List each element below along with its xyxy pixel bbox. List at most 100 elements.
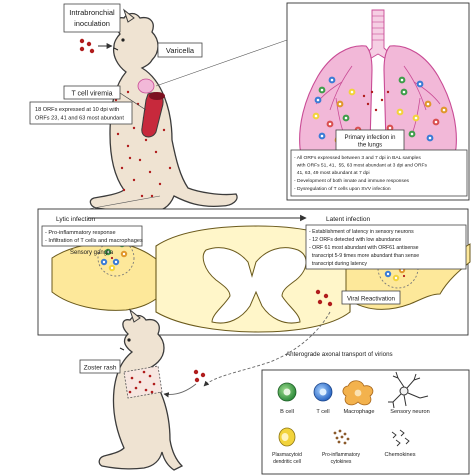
lung-virion <box>362 94 366 98</box>
zoster-dot <box>128 390 132 394</box>
sensory-neuron-icon <box>388 371 429 409</box>
intrabronchial-label-2: inoculation <box>74 19 110 28</box>
lung-panel-connector <box>155 39 288 87</box>
rash-dot <box>120 166 124 170</box>
rash-dot <box>132 178 136 182</box>
lung-virion <box>366 102 370 106</box>
lung-findings-line-1: - All ORFs expressed between 3 and 7 dpi… <box>294 155 421 161</box>
t-cell-viremia-vessel <box>141 92 165 138</box>
zoster-dot <box>138 380 142 384</box>
rash-dot <box>126 144 130 148</box>
lung-cell-nucleus <box>350 90 354 94</box>
lung-virion <box>370 90 374 94</box>
t-cell-icon <box>313 382 333 402</box>
lytic-findings-line-1: - Pro-inflammatory response <box>45 230 116 236</box>
zoster-dot <box>148 374 152 378</box>
rash-arrow <box>163 383 197 398</box>
lung-cell-nucleus <box>338 102 342 106</box>
latent-findings-line-2: - 12 ORFs detected with low abundance <box>309 237 401 243</box>
legend-cytokines-label-2: cytokines <box>331 459 352 465</box>
reactivation-virions <box>315 289 333 307</box>
lung-findings-line-2: with ORFs 51, 41, 55, 63 most abundant a… <box>294 163 427 169</box>
macrophage-icon <box>342 380 374 406</box>
rash-dot <box>144 138 148 142</box>
grey-matter <box>202 247 307 324</box>
anterograde-virions <box>193 369 206 383</box>
cat-lung-inset <box>137 78 155 94</box>
zoster-rash-patch <box>123 365 163 399</box>
legend-t-cell-label: T cell <box>316 409 329 415</box>
lung-findings-line-4: - Development of both innate and immune … <box>294 178 410 184</box>
ganglion-cell-nucleus <box>106 250 110 254</box>
zoster-dot <box>150 390 154 394</box>
lung-cell-nucleus <box>320 134 324 138</box>
ganglia-panel-connector <box>87 195 161 210</box>
legend-pdc-label-1: Plasmacytoid <box>272 452 302 458</box>
ganglion-virion <box>110 256 114 260</box>
rash-dot <box>126 90 130 94</box>
lung-cell-nucleus <box>428 136 432 140</box>
legend-cytokines-label-1: Pro-inflammatory <box>322 452 361 458</box>
rash-dot <box>138 158 142 162</box>
top-monkey <box>89 8 238 213</box>
lung-cell-nucleus <box>328 122 332 126</box>
lung-cell-nucleus <box>320 88 324 92</box>
ganglion-cell-nucleus <box>110 266 114 270</box>
lung-cell-nucleus <box>388 126 392 130</box>
rash-dot <box>154 150 158 154</box>
viremia-pointer <box>119 92 147 111</box>
legend: B cell T cell Macrophage Sensory neuron <box>261 369 470 475</box>
lung-findings-line-3: 41, 63, 49 most abundant at 7 dpi <box>294 170 370 176</box>
latent-findings-line-4: transcript 5-9 times more abundant than … <box>309 253 419 259</box>
lung-cell-nucleus <box>410 132 414 136</box>
orfs-viremia-line-2: ORFs 23, 41 and 63 most abundant <box>35 116 124 122</box>
cytokines-icon <box>333 429 350 445</box>
rash-dot <box>150 194 154 198</box>
lung-cell-nucleus <box>316 98 320 102</box>
lung-cell-nucleus <box>344 116 348 120</box>
zoster-dot <box>130 376 134 380</box>
lung-cell-nucleus <box>402 90 406 94</box>
primary-infection-line-2: the lungs <box>358 143 382 149</box>
latent-findings-box: - Establishment of latency in sensory ne… <box>305 224 467 270</box>
legend-sensory-neuron-label: Sensory neuron <box>390 409 430 415</box>
legend-chemokines-label: Chemokines <box>384 452 415 458</box>
latent-infection-label: Latent infection <box>326 216 370 223</box>
rash-dot <box>128 156 132 160</box>
rash-dot <box>132 126 136 130</box>
rash-dot <box>116 132 120 136</box>
latent-findings-line-1: - Establishment of latency in sensory ne… <box>309 229 414 235</box>
primary-infection-line-1: Primary infection in <box>344 135 395 141</box>
ganglion-cell-nucleus <box>122 252 126 256</box>
rash-dot <box>140 194 144 198</box>
rash-dot <box>122 188 126 192</box>
lung-findings-line-5: - Dysregulation of T cells upon SVV infe… <box>294 186 391 192</box>
anterograde-label: Anterograde axonal transport of virions <box>286 351 393 358</box>
lung-virion <box>386 90 390 94</box>
rash-dot <box>168 166 172 170</box>
zoster-rash-box: Zoster rash <box>79 359 121 374</box>
ganglia-panel: Lytic infection - Pro-inflammatory respo… <box>37 195 471 336</box>
legend-pdc-label-2: dendritic cell <box>273 459 301 465</box>
lytic-findings-box: - Pro-inflammatory response - Infiltrati… <box>41 225 143 247</box>
t-cell-viremia-box: T cell viremia <box>63 85 121 100</box>
lung-findings-box: - All ORFs expressed between 3 and 7 dpi… <box>290 149 468 197</box>
ganglion-cell-nucleus <box>102 260 106 264</box>
latent-findings-line-3: - ORF 61 most abundant with ORF61 antise… <box>309 245 419 251</box>
sensory-ganglia-label: Sensory ganglia <box>70 250 114 256</box>
orfs-viremia-box: 18 ORFs expressed at 10 dpi with ORFs 23… <box>29 101 133 125</box>
varicella-label-box: Varicella <box>157 42 203 58</box>
rash-dot <box>158 182 162 186</box>
lung-cell-nucleus <box>434 120 438 124</box>
legend-macrophage-label: Macrophage <box>343 409 374 415</box>
lung-cell-nucleus <box>398 110 402 114</box>
lung-virion <box>380 98 384 102</box>
lung-cell-nucleus <box>414 116 418 120</box>
zoster-dot <box>144 388 148 392</box>
plasmacytoid-dendritic-cell-icon <box>278 427 296 447</box>
rash-dot <box>162 128 166 132</box>
zoster-dot <box>142 370 146 374</box>
lung-cell-nucleus <box>400 78 404 82</box>
zoster-dot <box>152 382 156 386</box>
